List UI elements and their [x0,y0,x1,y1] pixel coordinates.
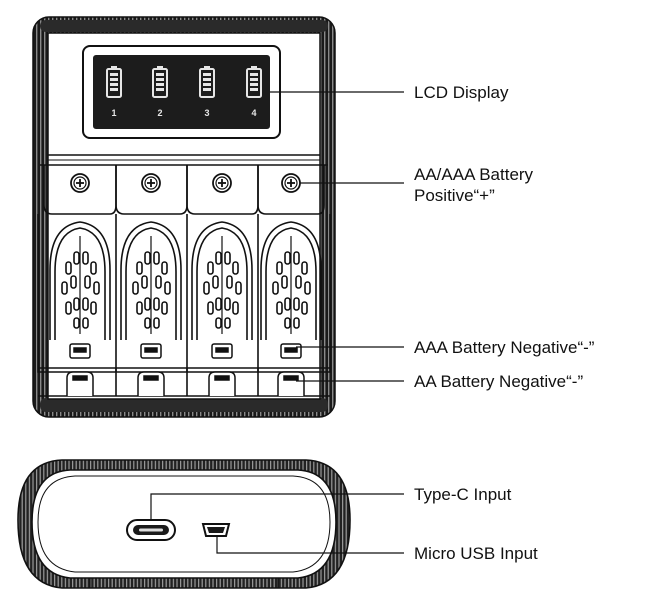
spring-contact-2 [120,221,182,340]
label-lcd-display: LCD Display [414,83,509,102]
battery-level-icon-1 [106,66,122,98]
spring-contact-3 [191,221,253,340]
battery-level-icon-2 [152,66,168,98]
positive-terminal-icon-1 [70,173,90,193]
battery-level-icon-3 [199,66,215,98]
battery-level-icon-4 [246,66,262,98]
label-aa-negative: AA Battery Negative“-” [414,372,584,391]
label-aaa-negative: AAA Battery Negative“-” [414,338,595,357]
positive-terminal-icon-2 [141,173,161,193]
lcd-screen [93,55,270,129]
slot-number-3: 3 [204,108,209,118]
charger-top-view: 1 2 3 4 [32,16,336,418]
slot-number-2: 2 [157,108,162,118]
label-positive-line1: AA/AAA Battery [414,165,534,184]
label-positive: AA/AAA Battery Positive“+” [414,164,533,206]
side-face [31,469,337,579]
label-type-c: Type-C Input [414,485,512,504]
charger-side-view [17,459,351,589]
positive-terminal-icon-3 [212,173,232,193]
battery-bays [37,164,331,397]
spring-contact-4 [260,221,322,340]
leader-micro-usb [216,536,404,554]
label-micro-usb: Micro USB Input [414,544,538,563]
slot-number-1: 1 [111,108,116,118]
label-positive-line2: Positive“+” [414,186,495,205]
slot-number-4: 4 [251,108,256,118]
leader-type-c [150,493,404,520]
aa-negative-contacts [66,371,305,396]
type-c-port-icon [126,519,176,541]
spring-contact-1 [49,221,111,340]
leader-lines [150,91,404,554]
positive-terminal-icon-4 [281,173,301,193]
micro-usb-port-icon [201,523,231,537]
